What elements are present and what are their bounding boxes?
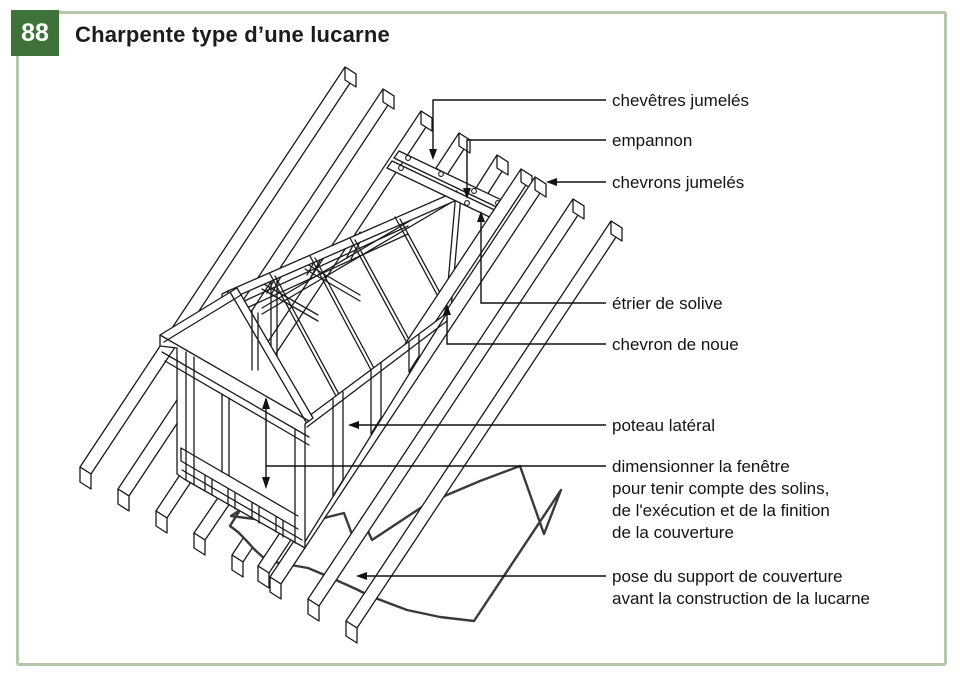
page-frame: [16, 11, 947, 666]
label-chevrons-jumeles: chevrons jumelés: [612, 173, 744, 192]
callout-leaders: [266, 99, 606, 580]
dormer-rear-framing: [167, 150, 513, 421]
window-dimension-arrow: [262, 397, 270, 489]
figure-number-badge: 88: [11, 10, 59, 56]
label-dimensionner-fenetre: dimensionner la fenêtre pour tenir compt…: [612, 457, 830, 542]
svg-text:de la couverture: de la couverture: [612, 523, 734, 542]
label-pose-support: pose du support de couverture avant la c…: [612, 567, 870, 608]
label-chevetres-jumeles: chevêtres jumelés: [612, 91, 749, 110]
label-poteau-lateral: poteau latéral: [612, 416, 715, 435]
label-etrier-de-solive: étrier de solive: [612, 294, 723, 313]
svg-text:pour tenir compte des solins,: pour tenir compte des solins,: [612, 479, 829, 498]
svg-text:de l'exécution et de la finiti: de l'exécution et de la finition: [612, 501, 830, 520]
page-title: Charpente type d’une lucarne: [75, 22, 390, 47]
svg-text:avant la construction de la lu: avant la construction de la lucarne: [612, 589, 870, 608]
label-empannon: empannon: [612, 131, 692, 150]
dormer-front-wall: [159, 287, 314, 549]
svg-text:dimensionner la fenêtre: dimensionner la fenêtre: [612, 457, 790, 476]
svg-text:pose du support de couverture: pose du support de couverture: [612, 567, 843, 586]
label-chevron-de-noue: chevron de noue: [612, 335, 739, 354]
callout-labels: chevêtres jumelés empannon chevrons jume…: [612, 91, 870, 608]
